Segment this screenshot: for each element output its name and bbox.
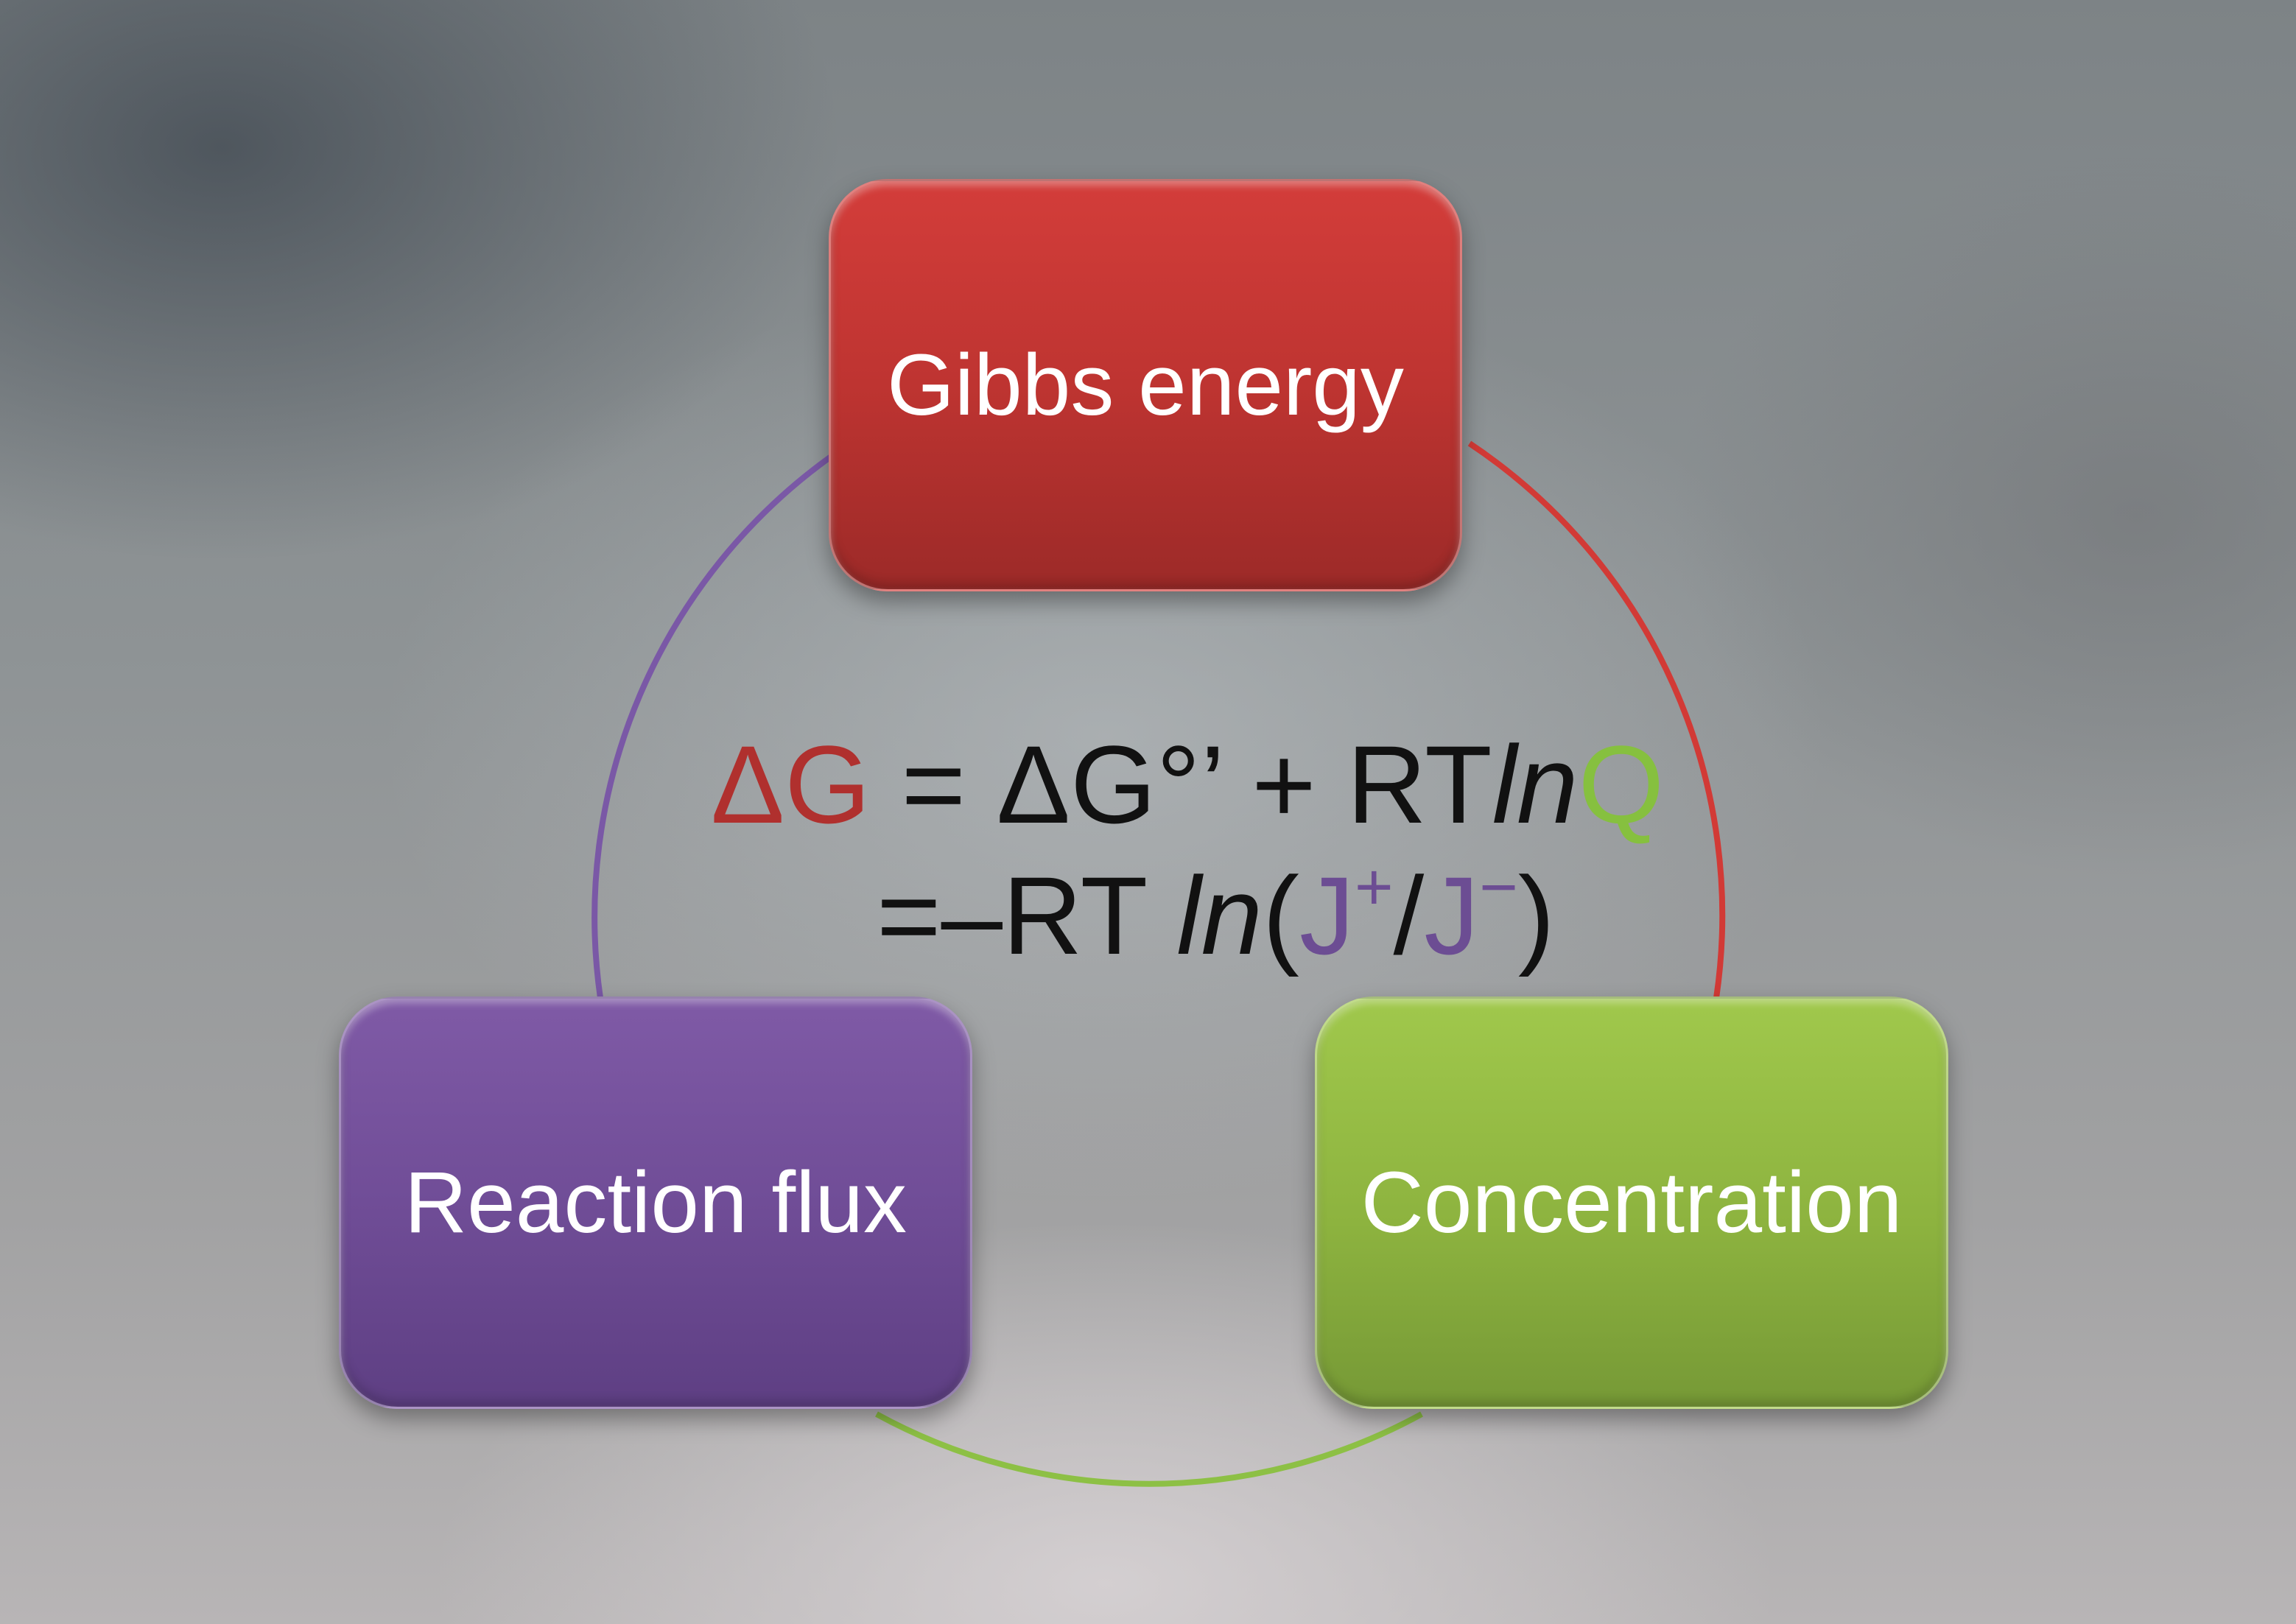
eq-plus: +	[1251, 723, 1316, 846]
eq-minus-superscript: −	[1479, 851, 1518, 924]
arc-concentration-to-flux	[875, 1411, 1423, 1487]
eq-plus-superscript: +	[1354, 851, 1394, 924]
eq-j-backward: J	[1424, 854, 1480, 977]
gibbs-energy-label: Gibbs energy	[887, 337, 1404, 434]
eq-rt-1: RT	[1347, 723, 1492, 846]
reaction-flux-box: Reaction flux	[339, 996, 972, 1409]
eq-delta-g: ΔG	[711, 723, 871, 846]
eq-neg-rt: –RT	[941, 854, 1146, 977]
eq-q: Q	[1578, 723, 1665, 846]
equation-line-2: =–RT ln(J+/J−)	[877, 854, 1555, 971]
arc-flux-to-gibbs	[591, 454, 833, 999]
eq-j-forward: J	[1299, 854, 1355, 977]
eq-delta-g0: ΔG°’	[996, 723, 1221, 846]
eq-ln-2: ln	[1176, 854, 1263, 977]
eq-equals-2: =	[877, 854, 941, 977]
gibbs-energy-box: Gibbs energy	[829, 179, 1462, 591]
reaction-flux-label: Reaction flux	[404, 1154, 907, 1251]
concentration-box: Concentration	[1315, 996, 1948, 1409]
eq-equals-1: =	[901, 723, 966, 846]
concentration-label: Concentration	[1361, 1154, 1903, 1251]
arc-gibbs-to-concentration	[1467, 440, 1726, 999]
eq-open-paren: (	[1263, 854, 1299, 977]
eq-ln-1: ln	[1492, 723, 1579, 846]
eq-close-paren: )	[1517, 854, 1555, 977]
equation-line-1: ΔG = ΔG°’ + RTlnQ	[711, 729, 1664, 840]
eq-slash: /	[1393, 854, 1425, 977]
